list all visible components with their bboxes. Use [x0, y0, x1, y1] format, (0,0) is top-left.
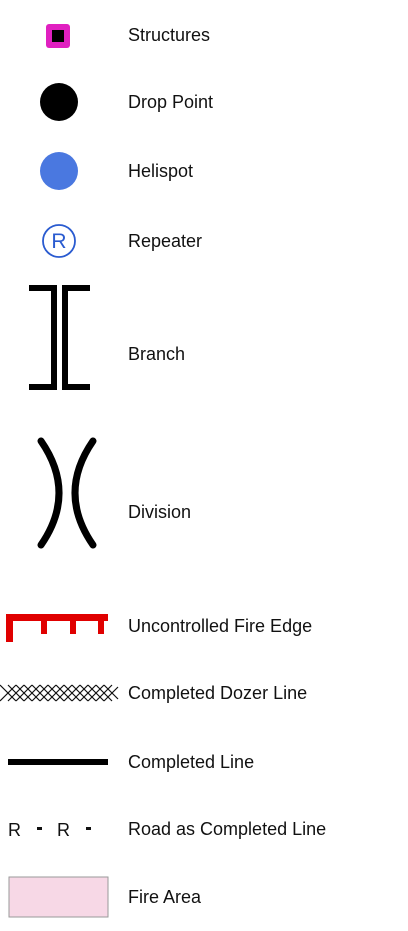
legend-label-helispot: Helispot — [128, 161, 194, 181]
helispot-icon — [39, 151, 79, 191]
legend-item-helispot: Helispot — [0, 151, 408, 193]
legend-item-fire-area: Fire Area — [0, 876, 408, 918]
drop-point-icon — [39, 82, 79, 122]
svg-text:R: R — [51, 230, 66, 253]
completed-dozer-line-icon — [0, 682, 119, 704]
legend-item-completed-dozer-line: Completed Dozer Line — [0, 682, 408, 704]
repeater-icon: R — [41, 223, 77, 259]
legend-label-completed-dozer-line: Completed Dozer Line — [128, 683, 308, 703]
completed-line-icon — [0, 750, 112, 772]
legend-item-uncontrolled-fire-edge: Uncontrolled Fire Edge — [0, 612, 408, 644]
legend-item-road-as-completed-line: R R Road as Completed Line — [0, 817, 408, 841]
road-as-completed-line-icon: R R — [0, 817, 112, 841]
legend-item-structures: Structures — [0, 20, 408, 50]
legend-item-drop-point: Drop Point — [0, 82, 408, 124]
structures-icon — [44, 22, 72, 50]
svg-text:R: R — [8, 820, 21, 840]
legend-label-branch: Branch — [128, 344, 186, 364]
fire-area-icon — [8, 876, 110, 918]
uncontrolled-fire-edge-icon — [0, 612, 112, 644]
legend-item-branch: Branch — [0, 285, 408, 390]
division-icon — [33, 437, 101, 549]
legend-label-uncontrolled-fire-edge: Uncontrolled Fire Edge — [128, 616, 313, 636]
legend-label-structures: Structures — [128, 25, 211, 45]
branch-icon — [25, 285, 93, 390]
legend-label-road-as-completed-line: Road as Completed Line — [128, 819, 327, 839]
legend-item-repeater: R Repeater — [0, 223, 408, 259]
legend-label-division: Division — [128, 502, 192, 522]
legend-label-fire-area: Fire Area — [128, 887, 202, 907]
legend-item-completed-line: Completed Line — [0, 750, 408, 772]
legend-label-repeater: Repeater — [128, 231, 203, 251]
legend-label-drop-point: Drop Point — [128, 92, 214, 112]
legend-item-division: Division — [0, 437, 408, 549]
legend-label-completed-line: Completed Line — [128, 752, 255, 772]
svg-text:R: R — [57, 820, 70, 840]
